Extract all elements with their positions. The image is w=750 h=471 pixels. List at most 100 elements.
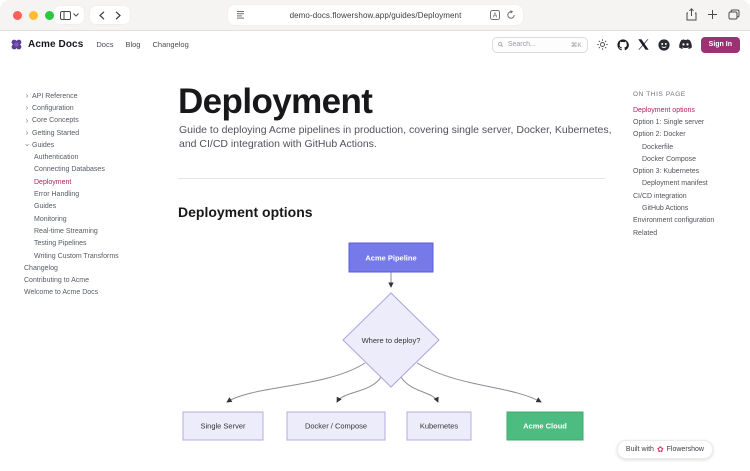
sidebar-item-label: Getting Started xyxy=(32,129,80,137)
sidebar-item-api-reference[interactable]: ›API Reference xyxy=(0,90,170,102)
sidebar-item-label: Writing Custom Transforms xyxy=(34,252,119,260)
node-label: Single Server xyxy=(200,421,246,430)
nav-link-blog[interactable]: Blog xyxy=(125,40,141,49)
sidebar-toggle-button[interactable] xyxy=(54,6,84,24)
back-button[interactable] xyxy=(99,10,105,20)
section-heading: Deployment options xyxy=(178,204,313,220)
divider xyxy=(178,178,605,179)
x-link[interactable] xyxy=(637,39,649,50)
sidebar-item-label: Configuration xyxy=(32,104,74,112)
sidebar-item-label: Authentication xyxy=(34,154,79,162)
sidebar-item-authentication[interactable]: Authentication xyxy=(0,151,170,163)
sidebar-item-label: Contributing to Acme xyxy=(24,277,89,285)
nav-link-docs[interactable]: Docs xyxy=(96,40,114,49)
brand[interactable]: Acme Docs xyxy=(10,38,83,51)
toc-item-environment-configuration[interactable]: Environment configuration xyxy=(633,217,715,225)
sun-icon xyxy=(596,39,608,50)
edge-decision-to-acme-cloud xyxy=(416,362,542,403)
sign-in-button[interactable]: Sign In xyxy=(700,36,740,53)
toc-item-docker-compose[interactable]: Docker Compose xyxy=(642,155,697,163)
page-subtitle: Guide to deploying Acme pipelines in pro… xyxy=(179,124,612,150)
reader-mode-icon[interactable] xyxy=(236,10,245,19)
badge-brand: Flowershow xyxy=(666,446,704,453)
sidebar-item-connecting-databases[interactable]: Connecting Databases xyxy=(0,164,170,176)
nav-link-changelog[interactable]: Changelog xyxy=(152,40,189,49)
toc-item-related[interactable]: Related xyxy=(633,229,658,237)
sidebar-item-label: API Reference xyxy=(32,92,78,100)
search-icon xyxy=(497,42,503,47)
toc-item-dockerfile[interactable]: Dockerfile xyxy=(642,143,674,151)
sidebar-item-core-concepts[interactable]: ›Core Concepts xyxy=(0,115,170,127)
discord-link[interactable] xyxy=(678,39,692,50)
toc-item-github-actions[interactable]: GitHub Actions xyxy=(642,205,689,213)
sidebar-item-label: Connecting Databases xyxy=(34,166,105,174)
mastodon-icon xyxy=(658,38,670,51)
theme-toggle-button[interactable] xyxy=(596,39,608,50)
sidebar-item-label: Error Handling xyxy=(34,191,80,199)
sidebar-item-welcome-to-acme-docs[interactable]: Welcome to Acme Docs xyxy=(0,287,170,299)
github-icon xyxy=(617,38,629,50)
sidebar-item-changelog[interactable]: Changelog xyxy=(0,262,170,274)
close-window-button[interactable] xyxy=(13,11,22,20)
sidebar-item-writing-custom-transforms[interactable]: Writing Custom Transforms xyxy=(0,250,170,262)
top-nav: Docs Blog Changelog xyxy=(96,40,188,49)
forward-button[interactable] xyxy=(115,10,121,20)
address-bar[interactable]: demo-docs.flowershow.app/guides/Deployme… xyxy=(228,5,523,25)
url-text: demo-docs.flowershow.app/guides/Deployme… xyxy=(289,10,462,20)
sidebar-item-guides[interactable]: ›Guides xyxy=(0,139,170,151)
edge-decision-to-kubernetes xyxy=(400,376,439,403)
sidebar-item-guides-page[interactable]: Guides xyxy=(0,201,170,213)
reload-icon[interactable] xyxy=(506,9,516,20)
share-icon[interactable] xyxy=(686,8,697,21)
github-link[interactable] xyxy=(617,38,629,51)
sidebar-item-label: Deployment xyxy=(34,178,72,186)
node-label: Acme Pipeline xyxy=(365,253,416,262)
toc-item-deployment-manifest[interactable]: Deployment manifest xyxy=(642,180,708,188)
sidebar-item-contributing-to-acme[interactable]: Contributing to Acme xyxy=(0,274,170,286)
sidebar-item-testing-pipelines[interactable]: Testing Pipelines xyxy=(0,238,170,250)
mastodon-link[interactable] xyxy=(658,38,670,51)
node-label: Kubernetes xyxy=(420,421,459,430)
toc-item-option-2-docker[interactable]: Option 2: Docker xyxy=(633,131,686,139)
sidebar-item-label: Changelog xyxy=(24,264,58,272)
node-label: Where to deploy? xyxy=(362,336,421,345)
node-label: Acme Cloud xyxy=(523,421,567,430)
left-sidebar: ›API Reference ›Configuration ›Core Conc… xyxy=(0,90,170,299)
node-where-to-deploy: Where to deploy? xyxy=(342,292,440,388)
chevron-right-icon: › xyxy=(25,115,29,125)
header-right: ⌘K Sign In xyxy=(491,36,740,53)
sidebar-item-deployment[interactable]: Deployment xyxy=(0,176,170,188)
built-with-flowershow-badge[interactable]: Built with ✿ Flowershow xyxy=(616,440,713,459)
toc-item-option-3-kubernetes[interactable]: Option 3: Kubernetes xyxy=(633,168,700,176)
search-shortcut: ⌘K xyxy=(570,41,582,49)
search-box[interactable]: ⌘K xyxy=(491,36,588,53)
sidebar-item-error-handling[interactable]: Error Handling xyxy=(0,188,170,200)
sidebar-icon xyxy=(59,10,71,20)
node-acme-cloud: Acme Cloud xyxy=(506,411,584,441)
new-tab-icon[interactable] xyxy=(707,9,718,20)
node-docker-compose: Docker / Compose xyxy=(286,411,386,441)
toc-item-cicd-integration[interactable]: CI/CD integration xyxy=(633,192,687,200)
translate-icon[interactable]: A xyxy=(490,9,500,20)
deployment-flowchart: Acme Pipeline Where to deploy? Single Se… xyxy=(182,242,584,441)
edge-decision-to-docker xyxy=(336,376,382,403)
sidebar-item-monitoring[interactable]: Monitoring xyxy=(0,213,170,225)
node-single-server: Single Server xyxy=(182,411,264,441)
zoom-window-button[interactable] xyxy=(45,11,54,20)
toc-item-option-1-single-server[interactable]: Option 1: Single server xyxy=(633,118,705,126)
history-nav-buttons xyxy=(90,6,130,24)
chevron-down-icon: › xyxy=(23,143,32,147)
sidebar-item-getting-started[interactable]: ›Getting Started xyxy=(0,127,170,139)
flower-logo-icon xyxy=(11,39,22,50)
node-kubernetes: Kubernetes xyxy=(406,411,472,441)
sidebar-item-configuration[interactable]: ›Configuration xyxy=(0,102,170,114)
site-header: Acme Docs Docs Blog Changelog ⌘K xyxy=(0,31,750,58)
toc-item-deployment-options[interactable]: Deployment options xyxy=(633,106,695,114)
minimize-window-button[interactable] xyxy=(29,11,38,20)
search-input[interactable] xyxy=(505,40,568,49)
chevron-down-icon xyxy=(72,13,79,17)
sidebar-item-real-time-streaming[interactable]: Real-time Streaming xyxy=(0,225,170,237)
tab-overview-icon[interactable] xyxy=(728,9,740,20)
toc-heading: ON THIS PAGE xyxy=(633,91,686,98)
